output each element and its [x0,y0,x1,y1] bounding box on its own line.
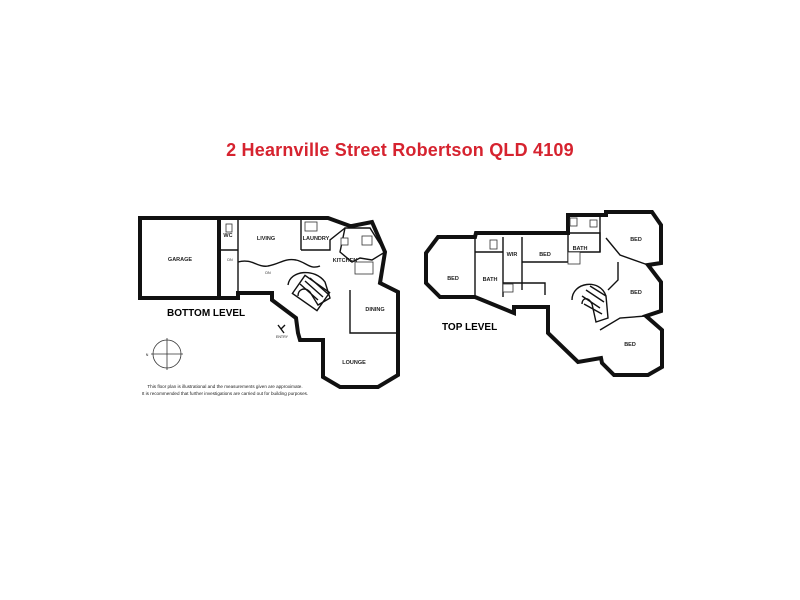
stair-marker-dn-2: DN [265,271,271,275]
kitchen-sink [361,235,373,246]
room-label-wir: WIR [507,252,518,258]
room-label-bed-large: BED [447,276,459,282]
compass: N [146,338,183,370]
bath1-toilet [489,239,498,250]
property-address-title: 2 Hearnville Street Robertson QLD 4109 [226,140,574,160]
entry-marker: ENTRY [276,335,289,339]
room-label-kitchen: KITCHEN [333,258,357,264]
bath1-shower [502,283,514,293]
room-label-dining: DINING [365,307,384,313]
disclaimer-line-1: This floor plan is illustrational and th… [147,384,303,389]
bath2-shower [567,251,581,265]
disclaimer: This floor plan is illustrational and th… [120,383,330,397]
laundry-tub [304,221,318,232]
bottom-outer-wall [138,216,400,389]
room-label-bed-small: BED [539,252,551,258]
top-level-label: TOP LEVEL [442,322,497,333]
room-label-bath-2: BATH [573,246,588,252]
room-label-bed-top-right: BED [630,237,642,243]
room-label-bath-1: BATH [483,277,498,283]
room-label-bed-right: BED [630,290,642,296]
top-outer-wall [424,210,664,377]
top-level-plan: BED BATH WIR BED BATH BED BED BED TOP LE… [424,210,664,377]
curved-stair-path [237,258,321,268]
room-label-lounge: LOUNGE [342,360,366,366]
room-label-garage: GARAGE [168,257,192,263]
stair-marker-dn-1: DN [227,258,233,262]
room-label-bed-bottom: BED [624,342,636,348]
room-label-living: LIVING [257,236,275,242]
kitchen-island [354,261,374,275]
disclaimer-line-2: It is recommended that further investiga… [141,391,309,396]
room-label-wc: WC [223,233,232,239]
wc-toilet [225,223,233,233]
bottom-level-plan: GARAGE WC LIVING LAUNDRY KITCHEN DINING … [138,216,400,389]
compass-north-label: N [146,353,149,357]
top-spiral-stair [571,283,609,323]
bath2-toilet [569,217,578,227]
bottom-level-label: BOTTOM LEVEL [167,308,245,319]
room-label-laundry: LAUNDRY [303,236,330,242]
